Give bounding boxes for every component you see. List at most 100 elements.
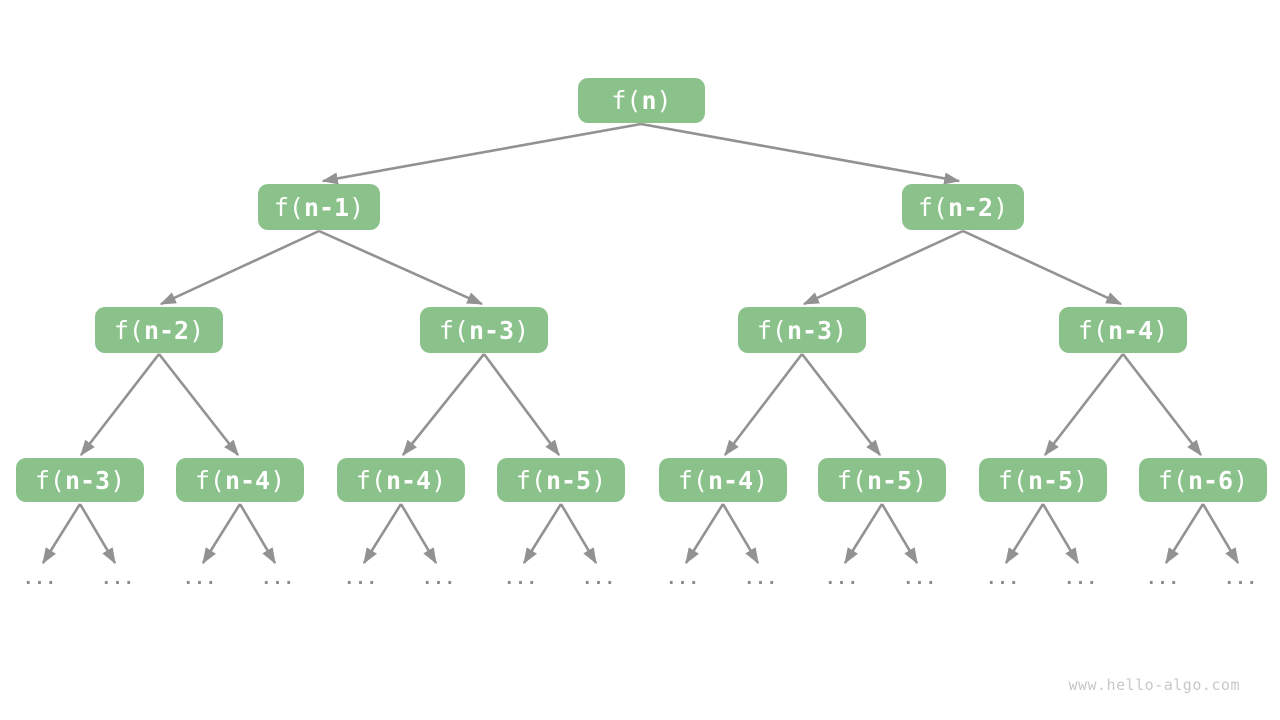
node-label-arg: n-4 [1107, 315, 1154, 345]
edge-arrow [1043, 353, 1125, 457]
node-f-n-3: f(n-3) [738, 307, 866, 353]
node-label-suffix: ) [656, 86, 672, 115]
node-label-suffix: ) [1153, 315, 1169, 345]
node-f-n-4: f(n-4) [659, 458, 787, 502]
ellipsis: ... [825, 569, 859, 589]
node-label-suffix: ) [349, 192, 365, 222]
edge-arrow [1041, 503, 1080, 565]
edge-arrow [559, 503, 598, 565]
node-label-suffix: ) [514, 315, 530, 345]
node-label-prefix: f( [273, 192, 304, 222]
edge-arrow [721, 503, 760, 565]
ellipsis: ... [183, 569, 217, 589]
node-label-suffix: ) [431, 465, 447, 495]
node-label-suffix: ) [270, 465, 286, 495]
edge-arrow [1004, 503, 1045, 565]
node-label-prefix: f( [1157, 465, 1188, 495]
node-label-arg: n-4 [385, 465, 432, 495]
edge-arrow [723, 353, 804, 457]
node-label-suffix: ) [912, 465, 928, 495]
node-label-prefix: f( [113, 315, 144, 345]
edge-arrow [318, 229, 484, 306]
node-label-arg: n-3 [64, 465, 111, 495]
ellipsis: ... [582, 569, 616, 589]
edge-arrow [238, 503, 277, 565]
edge-arrow [1201, 503, 1240, 565]
edge-arrow [684, 503, 725, 565]
node-label-prefix: f( [611, 86, 642, 115]
node-label-prefix: f( [355, 465, 386, 495]
ellipsis: ... [1064, 569, 1098, 589]
node-label-prefix: f( [756, 315, 787, 345]
ellipsis: ... [1146, 569, 1180, 589]
ellipsis: ... [903, 569, 937, 589]
edge-arrow [802, 229, 964, 306]
node-label-prefix: f( [997, 465, 1028, 495]
ellipsis: ... [744, 569, 778, 589]
node-label-arg: n-4 [224, 465, 271, 495]
edge-arrow [362, 503, 403, 565]
node-label-arg: n-5 [866, 465, 913, 495]
edge-arrow [522, 503, 563, 565]
node-f-n-1: f(n-1) [258, 184, 380, 230]
node-f-n-4: f(n-4) [1059, 307, 1187, 353]
node-label-arg: n-1 [303, 192, 350, 222]
edge-arrow [78, 503, 117, 565]
node-f-n-5: f(n-5) [818, 458, 946, 502]
node-label-arg: n-6 [1187, 465, 1234, 495]
node-label-arg: n-3 [468, 315, 515, 345]
edge-arrow [1121, 353, 1203, 457]
node-label-prefix: f( [677, 465, 708, 495]
node-label-suffix: ) [1233, 465, 1249, 495]
edge-arrow [79, 353, 161, 457]
node-f-n: f(n) [578, 78, 705, 123]
node-label-suffix: ) [591, 465, 607, 495]
node-label-arg: n-2 [143, 315, 190, 345]
node-f-n-2: f(n-2) [902, 184, 1024, 230]
node-label-prefix: f( [917, 192, 948, 222]
edge-arrow [159, 229, 320, 306]
edge-arrow [482, 353, 561, 457]
node-label-arg: n-3 [786, 315, 833, 345]
edge-arrow [401, 353, 486, 457]
node-label-suffix: ) [753, 465, 769, 495]
node-label-suffix: ) [832, 315, 848, 345]
edge-arrow [321, 122, 642, 185]
ellipsis: ... [23, 569, 57, 589]
edge-arrow [1164, 503, 1205, 565]
node-label-prefix: f( [194, 465, 225, 495]
node-f-n-5: f(n-5) [497, 458, 625, 502]
node-label-prefix: f( [1077, 315, 1108, 345]
node-f-n-3: f(n-3) [16, 458, 144, 502]
node-label-prefix: f( [438, 315, 469, 345]
node-label-prefix: f( [836, 465, 867, 495]
edge-arrow [843, 503, 884, 565]
node-label-suffix: ) [993, 192, 1009, 222]
node-label-suffix: ) [1073, 465, 1089, 495]
node-label-arg: n-2 [947, 192, 994, 222]
node-label-suffix: ) [110, 465, 126, 495]
edge-arrow [201, 503, 242, 565]
ellipsis: ... [344, 569, 378, 589]
edge-arrow [157, 353, 240, 457]
node-f-n-2: f(n-2) [95, 307, 223, 353]
watermark: www.hello-algo.com [1068, 676, 1240, 694]
node-f-n-4: f(n-4) [176, 458, 304, 502]
node-label-arg: n-5 [545, 465, 592, 495]
ellipsis: ... [666, 569, 700, 589]
edge-arrow [399, 503, 438, 565]
edge-arrow [962, 229, 1123, 306]
node-label-prefix: f( [515, 465, 546, 495]
node-f-n-4: f(n-4) [337, 458, 465, 502]
edge-arrow [880, 503, 919, 565]
node-f-n-3: f(n-3) [420, 307, 548, 353]
ellipsis: ... [504, 569, 538, 589]
ellipsis: ... [101, 569, 135, 589]
node-label-prefix: f( [34, 465, 65, 495]
node-label-arg: n-5 [1027, 465, 1074, 495]
node-f-n-6: f(n-6) [1139, 458, 1267, 502]
edge-arrow [640, 122, 961, 185]
ellipsis: ... [986, 569, 1020, 589]
